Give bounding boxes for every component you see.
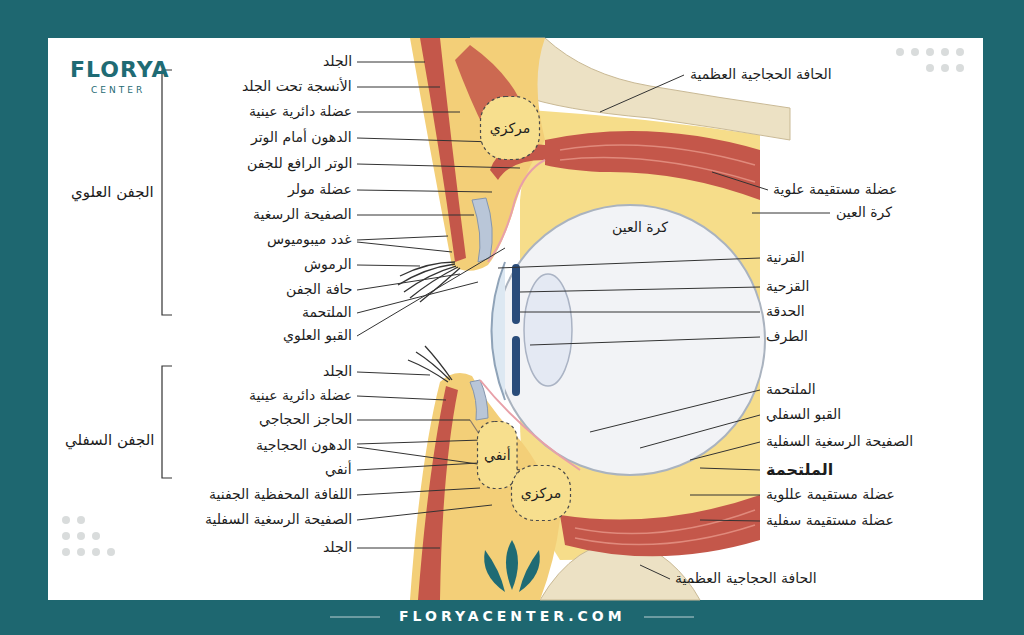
- compartment-label: أنفي: [484, 447, 511, 463]
- part-label: كرة العين: [612, 219, 668, 237]
- part-label: الأنسجة تحت الجلد: [242, 78, 352, 96]
- part-label: الملتحمة: [302, 304, 352, 322]
- part-label: الدهون الحجاجية: [256, 437, 352, 455]
- part-label: القبو السفلي: [766, 406, 841, 424]
- compartment-label: مركزي: [521, 485, 562, 501]
- part-label: عضلة مولر: [288, 181, 352, 199]
- part-label: الصفيحة الرسغية السفلية: [766, 433, 913, 451]
- part-label: الجلد: [323, 363, 352, 381]
- part-label: الحاجز الحجاجي: [259, 411, 352, 429]
- fat-compartment: مركزي: [479, 95, 541, 161]
- part-label: الرموش: [304, 256, 352, 274]
- part-label: القزحية: [766, 278, 809, 296]
- part-label: الصفيحة الرسغية السفلية: [205, 511, 352, 529]
- part-label: عضلة مستقيمة عللوية: [766, 486, 895, 504]
- part-label: عضلة دائرية عينية: [249, 103, 352, 121]
- logo-icon: [484, 540, 540, 592]
- part-label: عضلة دائرية عينية: [249, 387, 352, 405]
- part-label: الجلد: [323, 539, 352, 557]
- part-label: القرنية: [766, 249, 805, 267]
- watermark: FLORYACENTER.COM: [399, 608, 626, 626]
- region-label: الجفن السفلي: [65, 431, 154, 450]
- part-label: الحافة الحجاجية العظمية: [690, 66, 832, 84]
- fat-compartment: مركزي: [510, 464, 572, 522]
- part-label: حافة الجفن: [286, 281, 353, 299]
- part-label: الحدقة: [766, 303, 805, 321]
- part-label: الوتر الرافع للجفن: [247, 155, 353, 173]
- region-label: الجفن العلوي: [71, 183, 154, 202]
- part-label: عضلة مستقيمة علوية: [773, 181, 897, 199]
- part-label: الحافة الحجاجية العظمية: [675, 570, 817, 588]
- watermark: CENTER: [91, 85, 145, 96]
- part-label: الملتحمة: [766, 381, 816, 399]
- part-label: الطرف: [766, 328, 808, 346]
- part-label: غدد ميبوميوس: [267, 231, 352, 249]
- part-label: القبو العلوي: [283, 327, 352, 345]
- fat-compartment: أنفي: [476, 420, 519, 490]
- part-label: كرة العين: [836, 204, 892, 222]
- watermark: FLORYA: [70, 56, 170, 84]
- part-label: الملتحمة: [766, 460, 833, 480]
- part-label: الدهون أمام الوتر: [251, 129, 352, 147]
- compartment-label: مركزي: [490, 120, 531, 136]
- part-label: الصفيحة الرسغية: [253, 206, 352, 224]
- part-label: عضلة مستقيمة سفلية: [766, 512, 894, 530]
- part-label: أنفي: [325, 461, 352, 479]
- part-label: اللفافة المحفظية الجفنية: [209, 486, 352, 504]
- part-label: الجلد: [323, 53, 352, 71]
